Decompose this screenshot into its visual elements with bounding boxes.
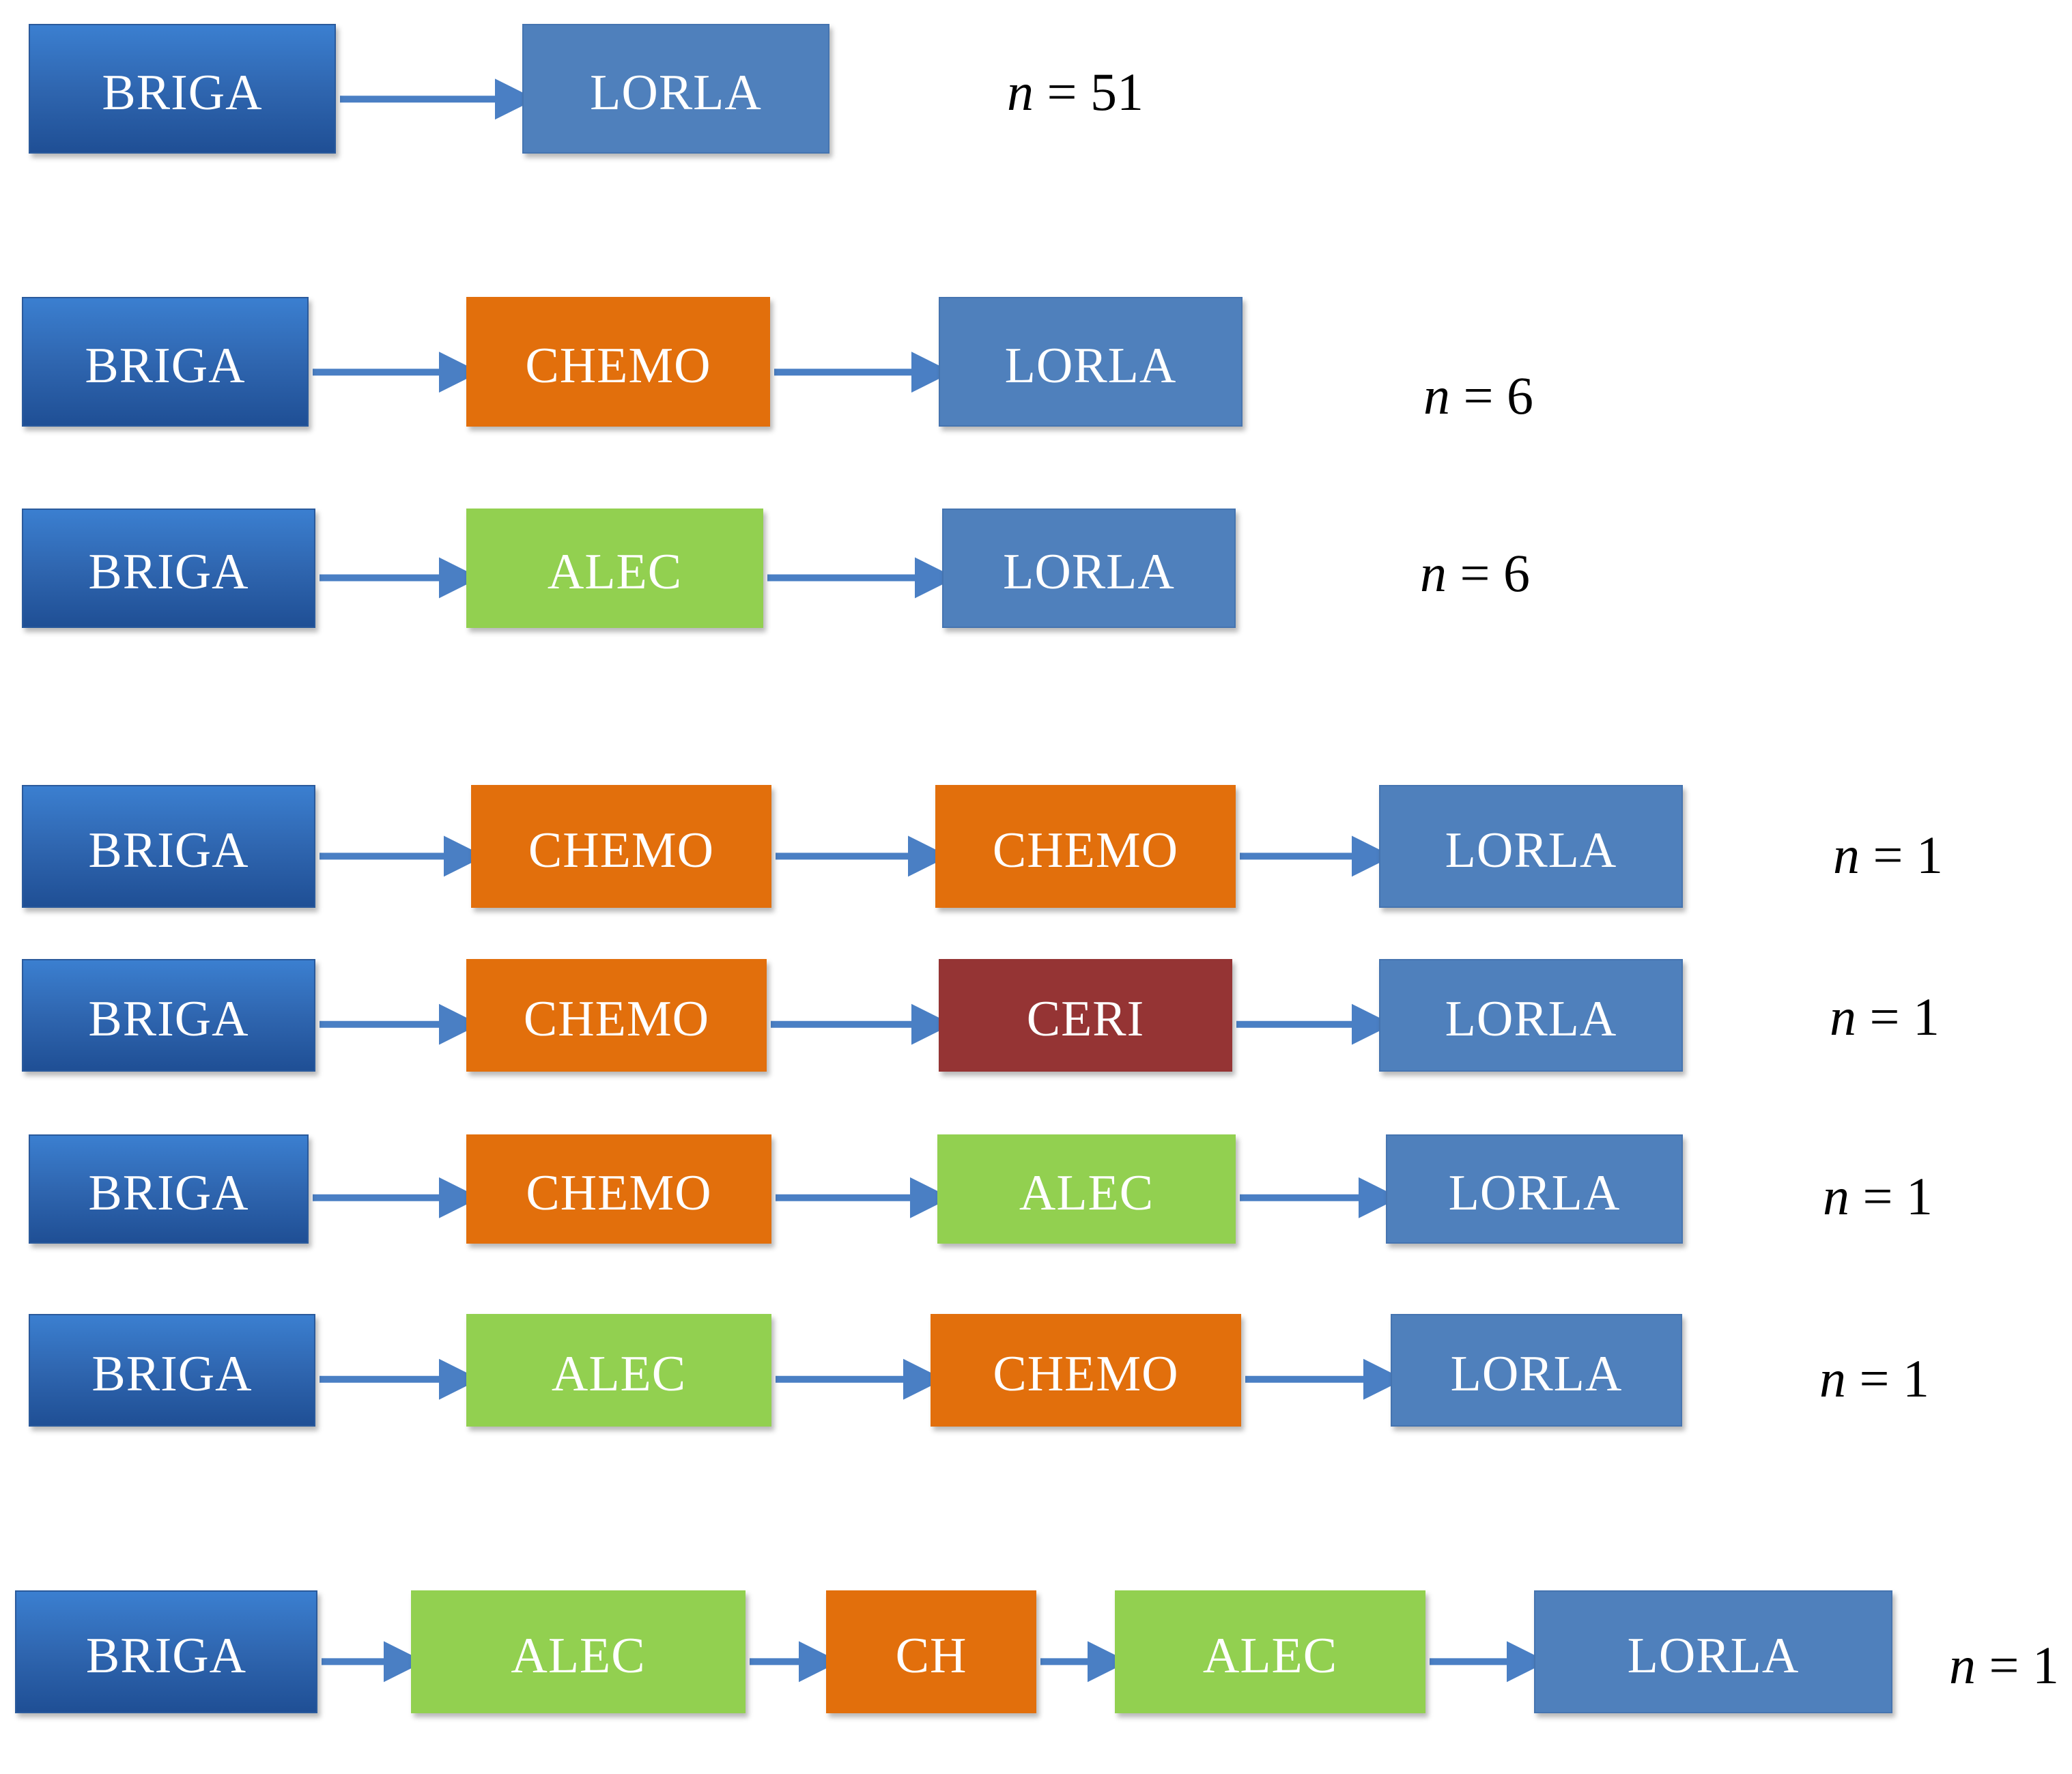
pathway-8-step-1-briga-box: BRIGA [15, 1590, 317, 1713]
step-label: CHEMO [993, 1346, 1179, 1402]
count-symbol: n [1007, 62, 1034, 121]
pathway-1-step-1-briga-box: BRIGA [29, 24, 336, 154]
count-symbol: n [1833, 825, 1860, 885]
pathway-2-count: n = 6 [1423, 365, 1533, 427]
step-label: LORLA [1003, 544, 1175, 600]
pathway-8-step-5-lorla-box: LORLA [1534, 1590, 1892, 1713]
pathway-4-step-4-lorla-box: LORLA [1379, 785, 1683, 908]
pathway-7-count: n = 1 [1819, 1348, 1929, 1410]
count-value: = 1 [1989, 1635, 2060, 1695]
pathway-8-step-3-ch-box: CH [826, 1590, 1036, 1713]
step-label: CHEMO [992, 822, 1179, 878]
count-value: = 51 [1047, 62, 1144, 121]
count-symbol: n [1949, 1635, 1976, 1695]
pathway-6-step-3-alec-box: ALEC [937, 1134, 1236, 1244]
step-label: CHEMO [528, 822, 715, 878]
count-symbol: n [1423, 366, 1450, 425]
pathway-7-step-2-alec-box: ALEC [466, 1314, 771, 1427]
pathway-1-count: n = 51 [1007, 61, 1144, 123]
pathway-4-step-3-chemo-box: CHEMO [935, 785, 1236, 908]
pathway-4-step-1-briga-box: BRIGA [22, 785, 315, 908]
pathway-6-step-4-lorla-box: LORLA [1386, 1134, 1683, 1244]
count-value: = 6 [1460, 543, 1531, 603]
step-label: LORLA [590, 64, 762, 121]
step-label: BRIGA [102, 64, 263, 121]
pathway-2-step-1-briga-box: BRIGA [22, 297, 309, 427]
pathway-2-step-2-chemo-box: CHEMO [466, 297, 770, 427]
step-label: LORLA [1450, 1346, 1623, 1402]
step-label: BRIGA [85, 337, 246, 394]
step-label: LORLA [1445, 991, 1617, 1047]
step-label: ALEC [551, 1346, 687, 1402]
count-value: = 1 [1859, 1349, 1930, 1408]
pathway-2-step-3-lorla-box: LORLA [939, 297, 1243, 427]
pathway-4-count: n = 1 [1833, 825, 1943, 886]
pathway-5-step-4-lorla-box: LORLA [1379, 959, 1683, 1072]
step-label: ALEC [511, 1627, 646, 1684]
step-label: LORLA [1448, 1164, 1621, 1221]
step-label: CHEMO [526, 1164, 712, 1221]
step-label: CERI [1026, 991, 1145, 1047]
step-label: BRIGA [85, 1627, 247, 1684]
step-label: BRIGA [91, 1346, 253, 1402]
step-label: BRIGA [88, 991, 249, 1047]
pathway-6-count: n = 1 [1823, 1166, 1933, 1227]
step-label: BRIGA [88, 544, 249, 600]
step-label: CH [895, 1627, 967, 1684]
count-value: = 1 [1873, 825, 1944, 885]
pathway-7-step-4-lorla-box: LORLA [1391, 1314, 1682, 1427]
pathway-3-step-3-lorla-box: LORLA [942, 509, 1236, 628]
pathway-3-count: n = 6 [1420, 543, 1530, 604]
pathway-7-step-3-chemo-box: CHEMO [931, 1314, 1241, 1427]
pathway-8-step-4-alec-box: ALEC [1115, 1590, 1425, 1713]
pathway-5-step-1-briga-box: BRIGA [22, 959, 315, 1072]
step-label: CHEMO [525, 337, 711, 394]
step-label: ALEC [547, 544, 683, 600]
pathway-6-step-2-chemo-box: CHEMO [466, 1134, 771, 1244]
count-symbol: n [1420, 543, 1447, 603]
pathway-3-step-1-briga-box: BRIGA [22, 509, 315, 628]
step-label: LORLA [1445, 822, 1617, 878]
count-symbol: n [1830, 987, 1856, 1046]
pathway-5-step-2-chemo-box: CHEMO [466, 959, 767, 1072]
step-label: BRIGA [88, 822, 249, 878]
pathway-6-step-1-briga-box: BRIGA [29, 1134, 309, 1244]
count-symbol: n [1823, 1167, 1849, 1226]
count-value: = 6 [1463, 366, 1534, 425]
pathway-5-count: n = 1 [1830, 986, 1940, 1048]
step-label: ALEC [1019, 1164, 1154, 1221]
step-label: BRIGA [88, 1164, 249, 1221]
count-symbol: n [1819, 1349, 1846, 1408]
pathway-8-step-2-alec-box: ALEC [411, 1590, 746, 1713]
pathway-4-step-2-chemo-box: CHEMO [471, 785, 771, 908]
pathway-8-count: n = 1 [1949, 1635, 2059, 1696]
pathway-1-step-2-lorla-box: LORLA [522, 24, 829, 154]
count-value: = 1 [1869, 987, 1940, 1046]
step-label: ALEC [1202, 1627, 1338, 1684]
pathway-3-step-2-alec-box: ALEC [466, 509, 763, 628]
count-value: = 1 [1862, 1167, 1933, 1226]
step-label: LORLA [1004, 337, 1177, 394]
step-label: CHEMO [523, 991, 710, 1047]
step-label: LORLA [1627, 1627, 1800, 1684]
pathway-5-step-3-ceri-box: CERI [939, 959, 1232, 1072]
pathway-7-step-1-briga-box: BRIGA [29, 1314, 315, 1427]
